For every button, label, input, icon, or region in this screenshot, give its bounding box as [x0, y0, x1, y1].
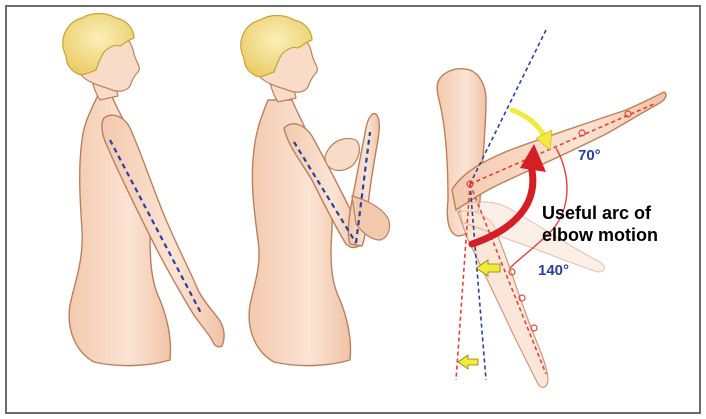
useful-arc-label-line2: elbow motion: [542, 224, 658, 246]
angle-label-140: 140°: [538, 262, 569, 279]
angle-label-70: 70°: [578, 147, 601, 164]
useful-arc-label: Useful arc of elbow motion: [542, 202, 658, 246]
joint-marker: [531, 325, 537, 331]
figure-arm-extended: [63, 14, 224, 366]
figure-arm-flexed: [241, 16, 390, 366]
hand-2: [325, 138, 359, 170]
yellow-arrow-left-bottom: [458, 355, 478, 369]
useful-arc-label-line1: Useful arc of: [542, 202, 658, 224]
